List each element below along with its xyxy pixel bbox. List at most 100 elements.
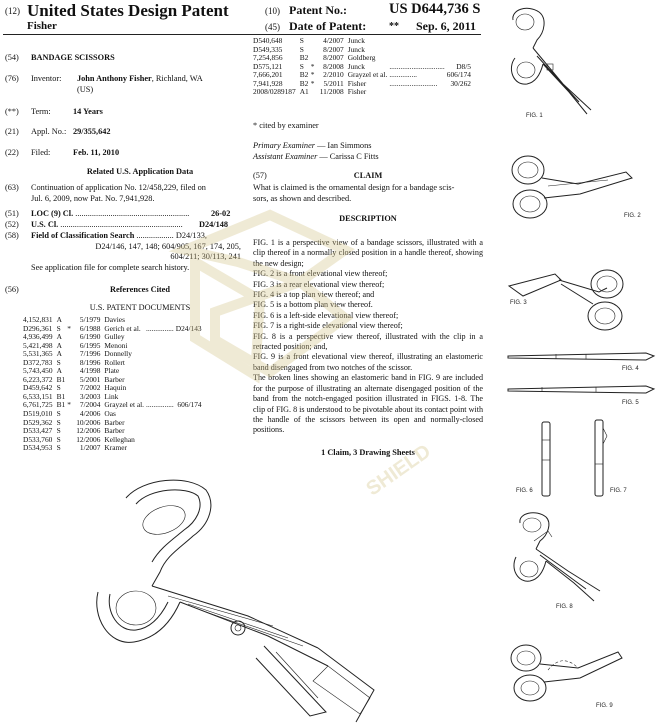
reference-kind: A (56, 366, 62, 376)
claim-code: (57) (253, 171, 267, 180)
description-text: is a front elevational view thereof, ill… (253, 352, 483, 372)
reference-kind: B1 (56, 400, 66, 410)
figure-reference: FIG. 3 (253, 279, 275, 289)
reference-class: D24/143 (175, 323, 202, 333)
reference-number: D534,953 (23, 443, 53, 453)
continuation-line-1: Continuation of application No. 12/458,2… (31, 183, 206, 192)
reference-number: 5,531,365 (23, 349, 53, 359)
description-text: is a top plan view thereof; and (274, 290, 375, 300)
figure-5-drawing (507, 385, 656, 394)
description-text: is a bottom plan view thereof. (274, 300, 373, 310)
reference-name: Junck (347, 44, 365, 54)
description-paragraph: FIG. 5 is a bottom plan view thereof. (253, 300, 483, 310)
reference-class: 606/174 (177, 400, 202, 410)
inventor-location: , Richland, WA (151, 74, 203, 83)
reference-date: 12/2006 (76, 434, 101, 444)
reference-number: D549,335 (253, 44, 283, 54)
inventor-name: John Anthony Fisher (77, 74, 152, 83)
reference-name: Haquin (104, 383, 127, 393)
reference-date: 7/2002 (79, 383, 101, 393)
reference-kind: A1 (299, 87, 309, 97)
figure-4-drawing (507, 352, 656, 361)
figure-reference: FIG. 8 (253, 331, 276, 341)
reference-star: * (310, 70, 315, 80)
description-text: The broken lines showing an elastomeric … (253, 373, 483, 435)
reference-date: 5/2001 (79, 374, 101, 384)
reference-date: 5/2011 (323, 78, 344, 88)
figure-3-label: FIG. 3 (510, 300, 527, 306)
description-text: is a perspective view of a bandage sciss… (253, 238, 483, 268)
figure-9-drawing (510, 644, 623, 702)
figure-reference: FIG. 9 (253, 352, 276, 362)
reference-date: 8/2007 (323, 44, 344, 54)
figure-reference: FIG. 7 (253, 321, 275, 331)
reference-star: * (310, 61, 315, 71)
term-code: (**) (5, 107, 19, 116)
reference-date: 5/1979 (79, 315, 101, 324)
uscl-value: D24/148 (197, 220, 229, 231)
reference-kind: B2 (299, 70, 309, 80)
figure-1-thumbnail (511, 7, 592, 115)
filed-code: (22) (5, 148, 19, 157)
reference-star: * (310, 78, 315, 88)
reference-class: 606/174 (446, 70, 471, 80)
figure-reference: FIG. 2 (253, 269, 275, 279)
reference-number: D519,010 (23, 409, 53, 419)
reference-class: 30/262 (450, 78, 471, 88)
reference-name: Oas (104, 409, 116, 419)
assistant-examiner: Assistant Examiner — Carissa C Fitts (253, 152, 379, 163)
header-rule (3, 34, 481, 35)
term-label: Term: (31, 107, 51, 116)
inventor-code: (76) (5, 74, 19, 83)
patent-date: Sep. 6, 2011 (416, 19, 477, 33)
figure-reference: FIG. 4 (253, 290, 275, 300)
reference-dots: .......................... (389, 78, 438, 88)
primary-examiner: Primary Examiner — Ian Simmons (253, 141, 371, 152)
reference-name: Link (104, 391, 119, 401)
figure-8-drawing (513, 512, 601, 602)
description-text: is a left-side elevational view thereof; (274, 310, 399, 320)
description-paragraph: FIG. 4 is a top plan view thereof; and (253, 290, 483, 300)
uscl-code: (52) (5, 220, 19, 229)
loc-dots: ........................................… (75, 209, 190, 218)
reference-number: 6,533,151 (23, 391, 53, 401)
reference-kind: S (299, 44, 304, 54)
reference-kind: S (56, 434, 61, 444)
reference-dots: ............... (146, 400, 174, 410)
design-title: BANDAGE SCISSORS (31, 53, 115, 62)
appl-number: 29/355,642 (73, 127, 111, 136)
reference-number: 7,254,856 (253, 53, 283, 63)
reference-number: 5,743,450 (23, 366, 53, 376)
related-data-heading: Related U.S. Application Data (86, 167, 194, 176)
description-text: is a front elevational view thereof; (274, 269, 388, 279)
figure-5-label: FIG. 5 (622, 400, 639, 406)
filed-date: Feb. 11, 2010 (73, 148, 120, 157)
figure-1-label: FIG. 1 (526, 113, 543, 119)
reference-number: D575,121 (253, 61, 283, 71)
reference-name: Gerich et al. (104, 323, 141, 333)
cited-note: * cited by examiner (253, 121, 319, 130)
figure-9-label: FIG. 9 (596, 703, 613, 709)
reference-kind: S (56, 409, 61, 419)
reference-date: 6/1988 (79, 323, 101, 333)
appl-code: (21) (5, 127, 19, 136)
reference-name: Barber (104, 374, 125, 384)
reference-date: 8/2007 (323, 53, 344, 63)
reference-date: 8/2008 (323, 61, 344, 71)
reference-number: D459,642 (23, 383, 53, 393)
reference-number: D296,361 (23, 323, 53, 333)
continuation-line-2: Jul. 6, 2009, now Pat. No. 7,941,928. (31, 194, 155, 203)
reference-name: Gulley (104, 332, 125, 342)
patent-no-label: Patent No.: (289, 3, 347, 17)
